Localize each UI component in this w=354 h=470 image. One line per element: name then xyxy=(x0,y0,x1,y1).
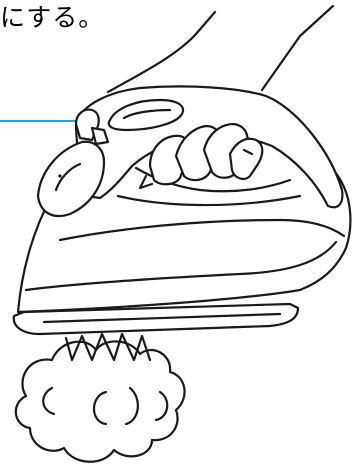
arm xyxy=(108,6,333,92)
callout-pointer xyxy=(0,116,85,126)
steam-cloud-icon xyxy=(16,341,185,461)
